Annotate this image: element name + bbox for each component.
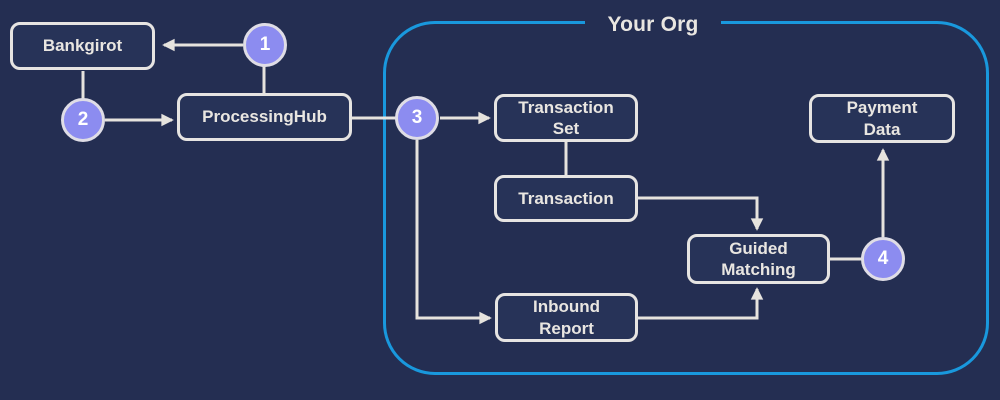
node-inbound-report: Inbound Report: [495, 293, 638, 342]
node-bankgirot: Bankgirot: [10, 22, 155, 70]
node-processing-hub: ProcessingHub: [177, 93, 352, 141]
step-circle-4: 4: [861, 237, 905, 281]
step-circle-3: 3: [395, 96, 439, 140]
node-transaction-set: Transaction Set: [494, 94, 638, 142]
org-boundary-title: Your Org: [585, 11, 721, 39]
node-payment-data: Payment Data: [809, 94, 955, 143]
org-boundary: [383, 21, 989, 375]
step-circle-2: 2: [61, 98, 105, 142]
node-guided-matching: Guided Matching: [687, 234, 830, 284]
step-circle-1: 1: [243, 23, 287, 67]
node-transaction: Transaction: [494, 175, 638, 222]
